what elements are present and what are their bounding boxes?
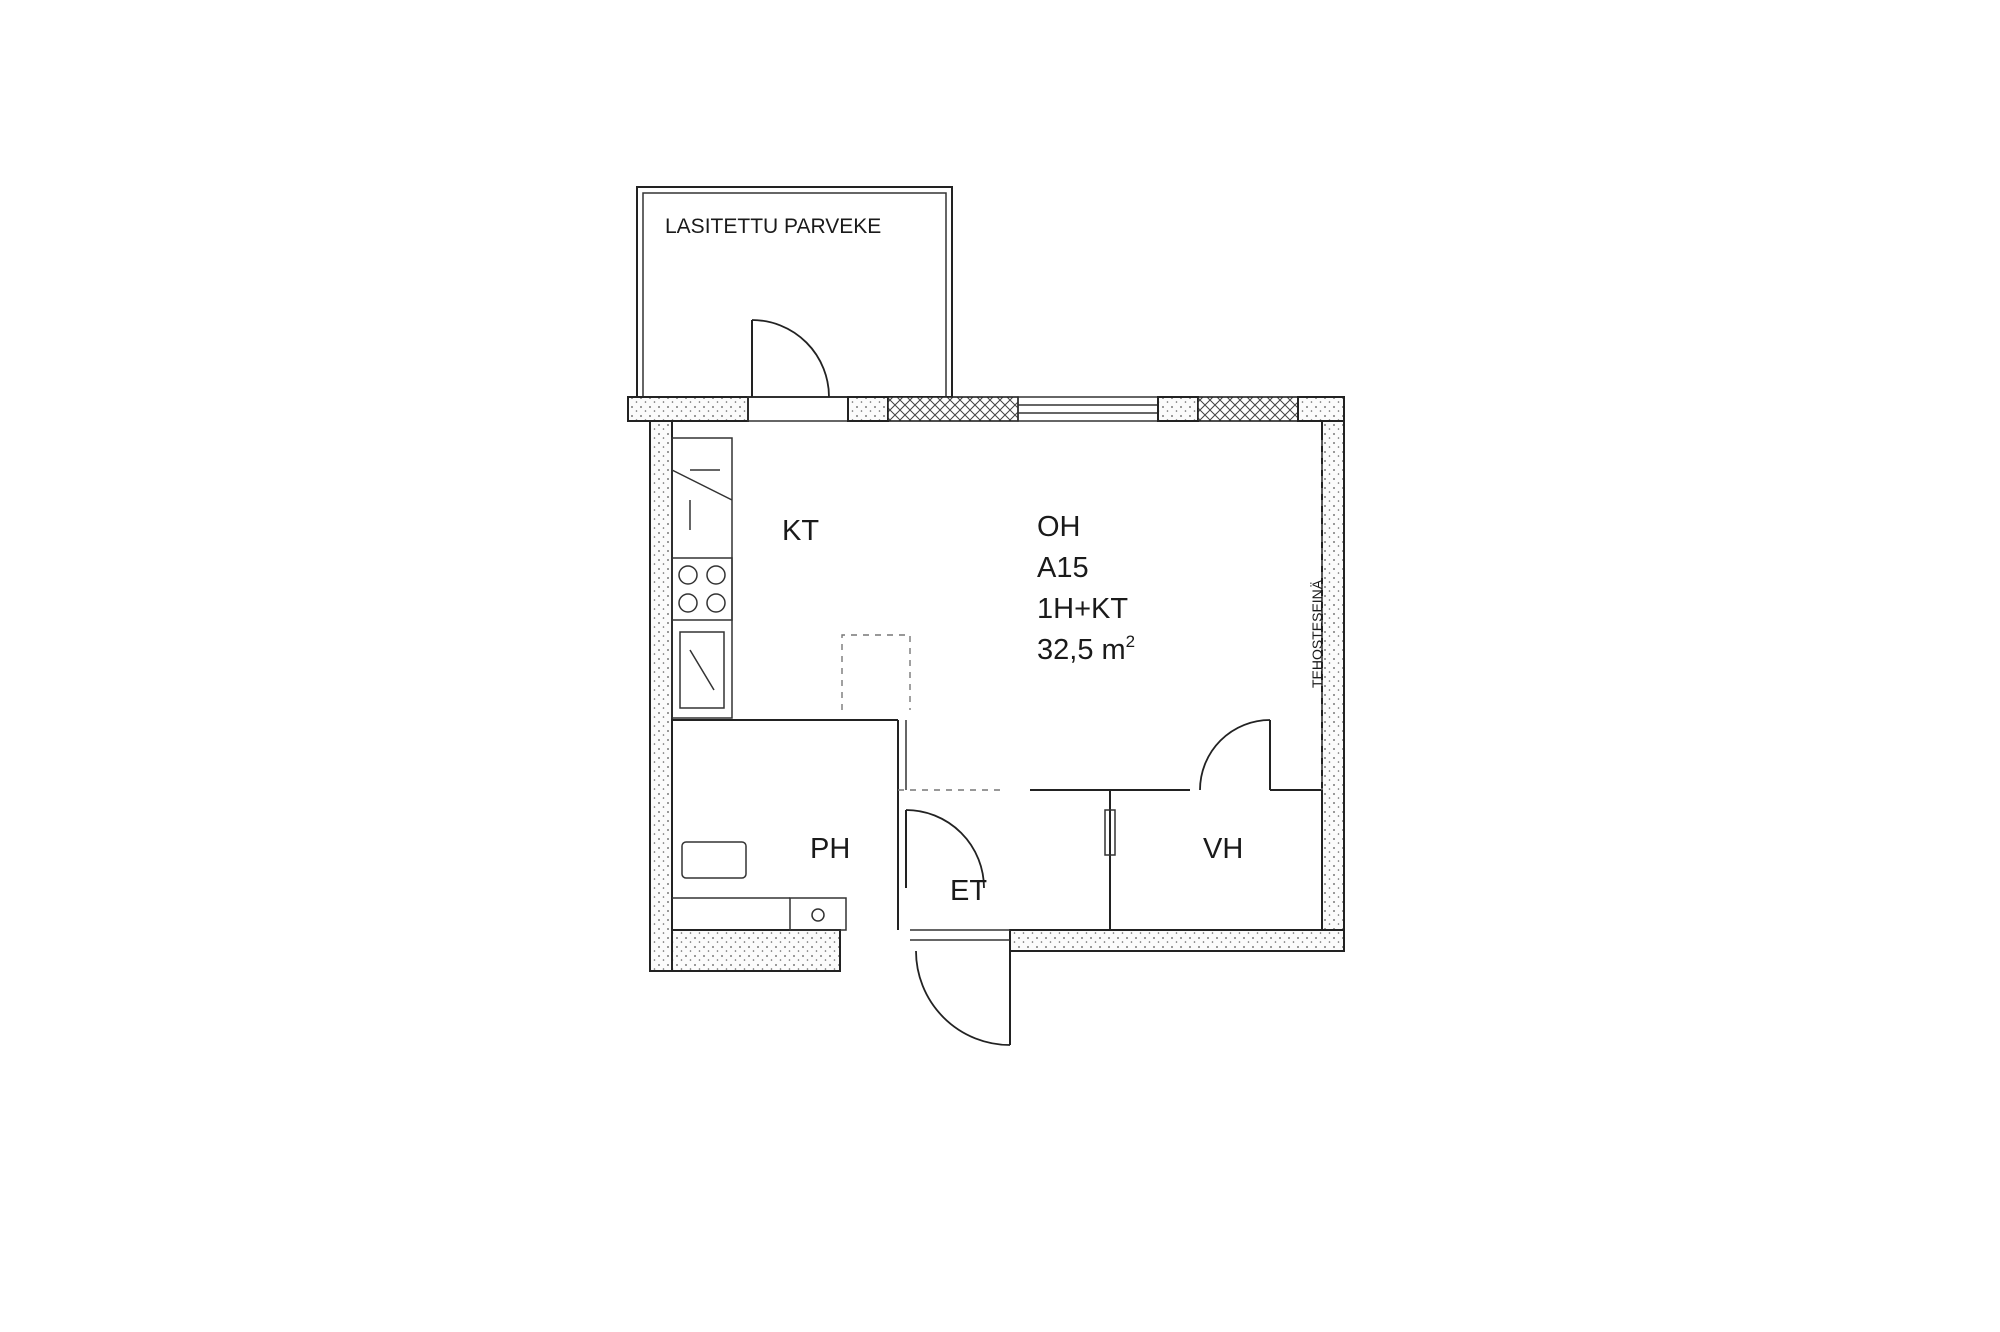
hallway-label: ET [950,875,987,907]
layout-type: 1H+KT [1037,593,1128,625]
floor-area: 32,5 m2 [1037,632,1135,666]
wardrobe-door [1199,719,1271,791]
living-room-label: OH [1037,511,1081,543]
balcony-door [751,319,830,398]
exterior-wall-right [1321,420,1345,952]
floor-area-value: 32,5 m [1037,634,1126,666]
bathroom [672,719,907,931]
balcony-label: LASITETTU PARVEKE [665,215,881,238]
entrance-door [915,950,1011,1046]
wardrobe-label: VH [1203,833,1243,865]
floor-area-superscript: 2 [1126,632,1135,651]
kitchen-label: KT [782,515,819,547]
exterior-wall-top [627,396,1345,422]
interior-partitions [898,789,1322,930]
exterior-wall-left [649,420,673,972]
apartment-id: A15 [1037,552,1089,584]
kitchen-counter [671,437,733,719]
exterior-wall-bottom [671,929,1345,972]
bathroom-label: PH [810,833,850,865]
dashed-outlines [841,440,1323,790]
bathroom-door [905,809,985,889]
accent-wall-label: TEHOSTESEINÄ [1309,579,1325,688]
